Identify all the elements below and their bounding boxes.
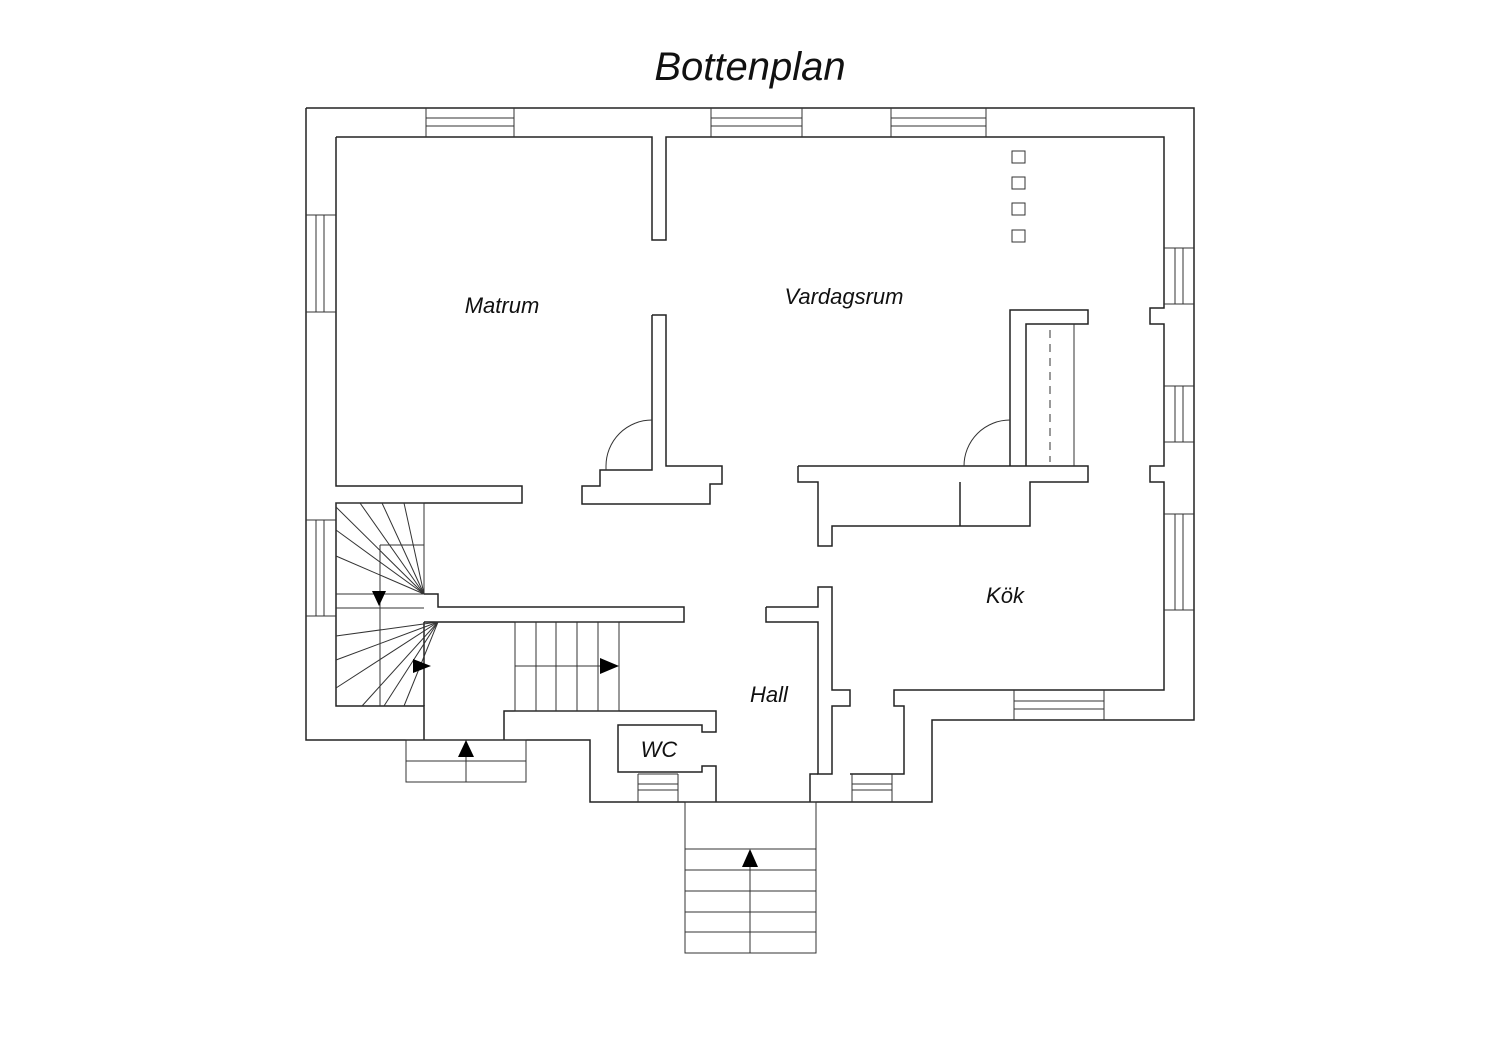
window-top-right — [890, 108, 987, 137]
window-left-lower — [306, 519, 336, 617]
fireplace — [1009, 309, 1089, 466]
outer-walls — [305, 107, 1195, 803]
room-label-wc: WC — [641, 737, 678, 762]
staircase-straight — [514, 621, 620, 712]
staircase-winding — [335, 502, 439, 707]
window-wc — [637, 773, 679, 802]
stair-arrow-up — [458, 740, 474, 757]
room-label-vardagsrum: Vardagsrum — [784, 284, 903, 309]
front-entrance-steps — [684, 801, 817, 954]
stair-arrow-right — [413, 659, 431, 673]
window-kitchen-bottom — [1013, 690, 1105, 720]
window-top-left — [425, 108, 515, 137]
room-label-kok: Kök — [986, 583, 1025, 608]
window-left-upper — [306, 214, 336, 313]
interior-walls — [423, 314, 1089, 775]
plan-title: Bottenplan — [654, 45, 845, 89]
stair-arrow-right — [600, 658, 619, 674]
windows — [306, 108, 1194, 802]
room-label-hall: Hall — [750, 682, 789, 707]
stair-arrow-up — [742, 849, 758, 867]
stair-arrow-down — [372, 591, 386, 606]
window-top-middle — [710, 108, 803, 137]
window-hall-right — [851, 774, 893, 802]
room-label-matrum: Matrum — [465, 293, 540, 318]
side-entrance-steps — [405, 739, 527, 783]
window-right-2 — [1164, 385, 1194, 443]
door-swings — [605, 419, 1011, 470]
vents — [1011, 150, 1026, 243]
window-right-1 — [1164, 247, 1194, 305]
window-right-3 — [1164, 513, 1194, 611]
